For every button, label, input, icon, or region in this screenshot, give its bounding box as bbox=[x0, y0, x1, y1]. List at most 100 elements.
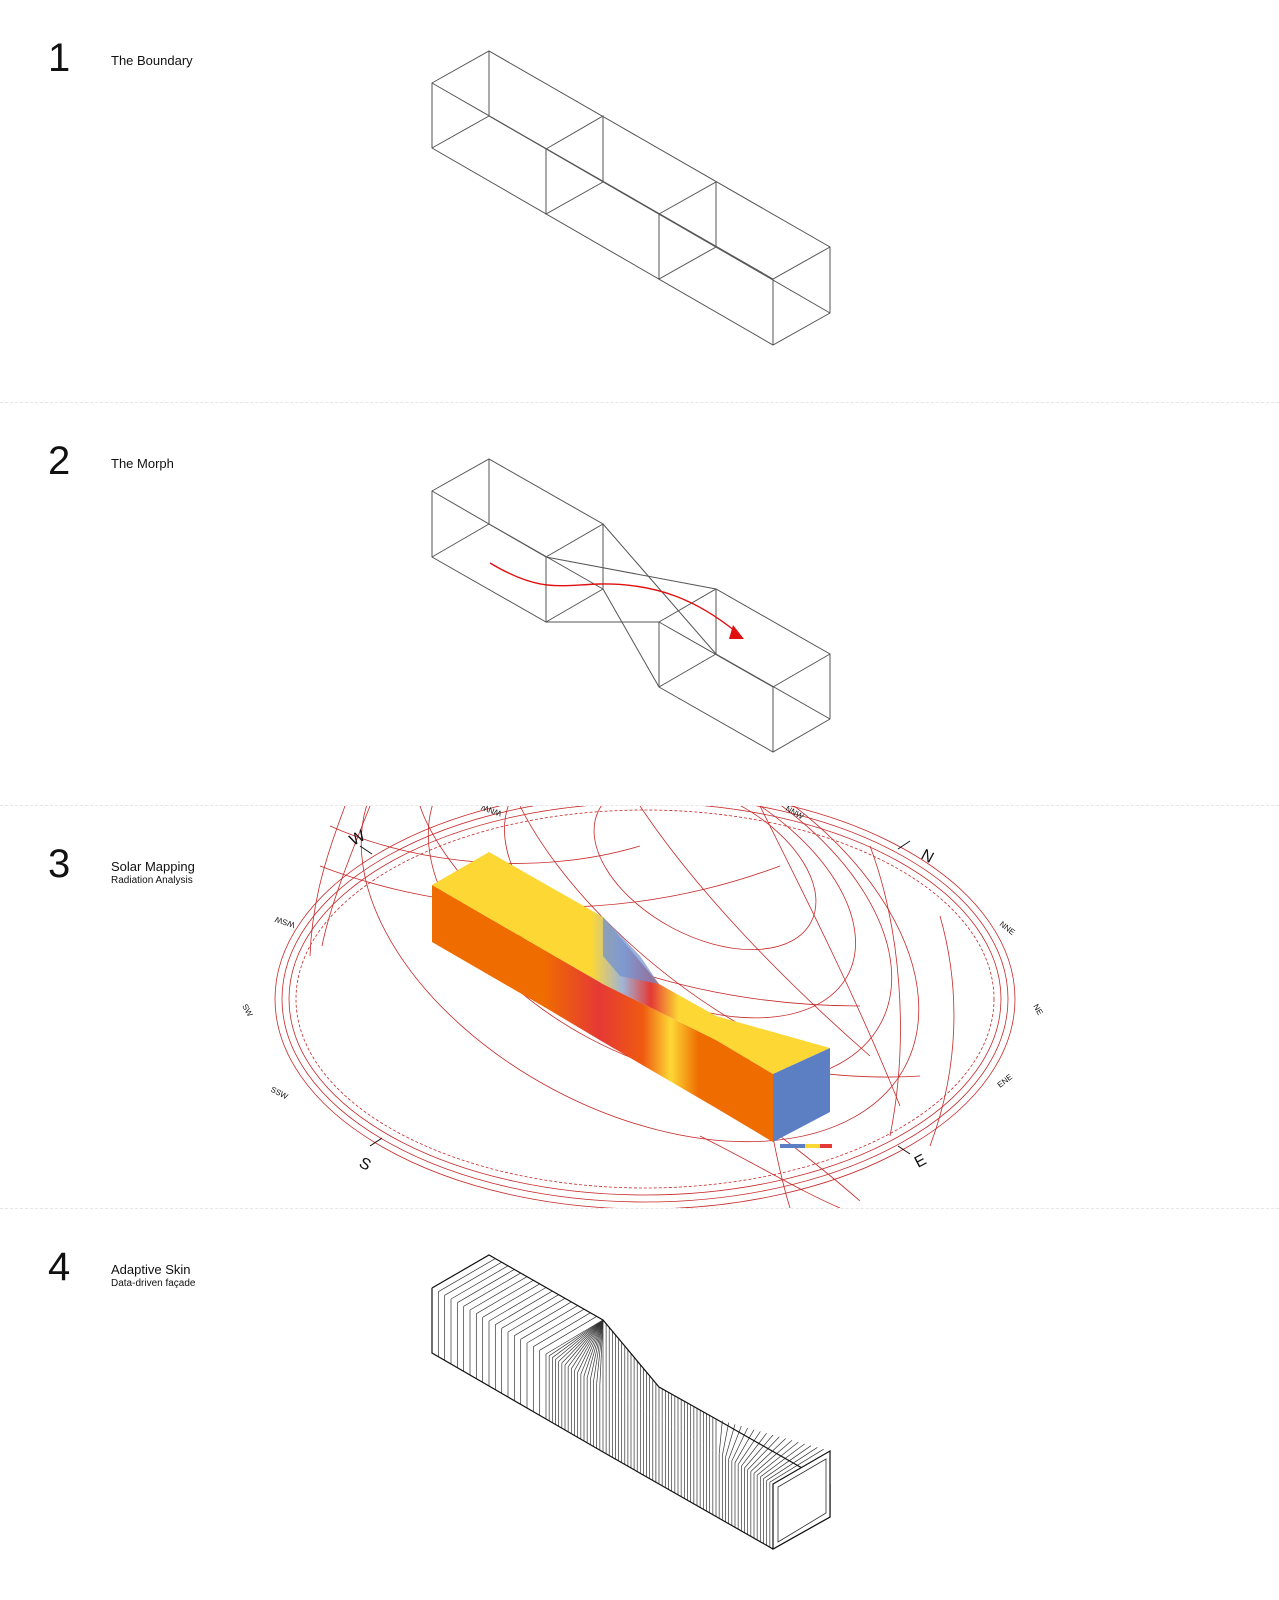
sun-path-arc bbox=[759, 806, 901, 1107]
morph-twist-edge bbox=[545, 556, 717, 590]
sun-path-arc bbox=[321, 806, 371, 947]
step-subtitle: Radiation Analysis bbox=[111, 875, 193, 886]
facade-rib bbox=[763, 1445, 812, 1479]
facade-rib bbox=[734, 1429, 755, 1463]
facade-rib bbox=[766, 1447, 818, 1481]
sun-path-arc bbox=[360, 806, 920, 1143]
step-1-panel: 1 The Boundary bbox=[0, 0, 1279, 402]
facade-rib bbox=[731, 1427, 748, 1462]
facade-rib bbox=[548, 1319, 604, 1357]
facade-rib bbox=[457, 1269, 515, 1303]
compass-s-label: S bbox=[356, 1155, 373, 1175]
adaptive-skin-diagram bbox=[431, 1254, 831, 1551]
facade-rib bbox=[507, 1298, 566, 1333]
facade-rib bbox=[555, 1319, 604, 1360]
compass-wnw-label: WNW bbox=[480, 806, 503, 818]
facade-rib bbox=[533, 1312, 591, 1347]
step-number: 1 bbox=[48, 36, 71, 80]
boundary-section-frame bbox=[545, 115, 604, 215]
facade-ribs bbox=[431, 1254, 831, 1549]
facade-rib bbox=[482, 1283, 540, 1318]
facade-rib bbox=[539, 1316, 597, 1351]
step-title: Adaptive Skin bbox=[111, 1262, 191, 1277]
facade-rib bbox=[574, 1319, 604, 1371]
compass-e-label: E bbox=[912, 1152, 929, 1172]
facade-rib bbox=[718, 1420, 723, 1454]
facade-rib bbox=[589, 1319, 604, 1380]
step-title: The Morph bbox=[111, 456, 174, 471]
morph-twist-edge bbox=[602, 588, 660, 688]
facade-rib bbox=[750, 1438, 786, 1472]
mass-front-face bbox=[432, 885, 773, 1142]
facade-rib bbox=[760, 1443, 805, 1478]
compass-ssw-label: SSW bbox=[269, 1085, 290, 1102]
sun-path-arc bbox=[427, 806, 893, 1084]
compass-w-label: W bbox=[347, 827, 369, 850]
skin-outline bbox=[431, 1254, 831, 1551]
sun-path-arc bbox=[309, 806, 346, 957]
morph-twist-edge bbox=[602, 523, 717, 655]
facade-rib bbox=[495, 1290, 553, 1325]
facade-rib bbox=[586, 1319, 604, 1378]
sun-path-ring bbox=[288, 806, 1002, 1196]
compass-nne-label: NNE bbox=[998, 919, 1017, 936]
facade-rib bbox=[741, 1433, 767, 1467]
sun-path-arc bbox=[639, 806, 871, 1057]
facade-rib bbox=[476, 1279, 534, 1314]
sun-path-arc bbox=[593, 806, 817, 951]
facade-rib bbox=[571, 1319, 604, 1369]
mass-end-face bbox=[773, 1048, 830, 1142]
facade-rib bbox=[744, 1434, 774, 1469]
morph-flow-arrow bbox=[489, 562, 736, 632]
divider bbox=[0, 805, 1279, 806]
divider bbox=[0, 1208, 1279, 1209]
step-2-panel: 2 The Morph bbox=[0, 403, 1279, 805]
mass-twist-shade bbox=[603, 917, 659, 984]
sun-path-arc bbox=[869, 845, 901, 1137]
facade-rib bbox=[753, 1440, 793, 1474]
facade-rib bbox=[520, 1305, 578, 1340]
facade-rib bbox=[747, 1436, 780, 1471]
sun-path-ring bbox=[281, 806, 1009, 1203]
facade-rib bbox=[561, 1319, 604, 1364]
facade-rib bbox=[552, 1319, 604, 1358]
sun-path-ring bbox=[295, 809, 995, 1189]
sun-path-arc bbox=[699, 1135, 841, 1208]
facade-rib bbox=[593, 1319, 604, 1382]
sun-path-ring bbox=[274, 806, 1016, 1208]
facade-rib bbox=[450, 1265, 509, 1300]
facade-rib bbox=[501, 1294, 559, 1329]
arrow-head-icon bbox=[729, 625, 744, 639]
step-subtitle: Data-driven façade bbox=[111, 1278, 196, 1289]
step-4-panel: 4 Adaptive Skin Data-driven façade bbox=[0, 1209, 1279, 1600]
facade-rib bbox=[725, 1424, 736, 1458]
step-title: Solar Mapping bbox=[111, 859, 195, 874]
compass-sw-label: SW bbox=[240, 1003, 254, 1019]
boundary-wireframe-diagram bbox=[431, 50, 831, 346]
step-3-panel: 3 Solar Mapping Radiation Analysis bbox=[0, 806, 1279, 1208]
facade-rib bbox=[545, 1319, 604, 1355]
facade-rib bbox=[577, 1319, 604, 1373]
facade-rib bbox=[438, 1258, 496, 1292]
facade-rib bbox=[599, 1319, 604, 1386]
facade-rib bbox=[526, 1308, 585, 1344]
facade-rib bbox=[583, 1319, 604, 1377]
boundary-top-ridge bbox=[431, 82, 831, 280]
solar-mapping-diagram: N E S W NNE NE ENE SSW SW WSW NNW WNW bbox=[240, 806, 1045, 1208]
step-number: 4 bbox=[48, 1245, 71, 1289]
boundary-section-frame bbox=[658, 181, 717, 280]
compass-ticks bbox=[359, 840, 911, 1155]
facade-rib bbox=[737, 1431, 761, 1465]
compass-ene-label: ENE bbox=[996, 1072, 1015, 1089]
step-title: The Boundary bbox=[111, 53, 193, 68]
step-number: 3 bbox=[48, 842, 71, 886]
facade-rib bbox=[580, 1319, 604, 1375]
facade-rib bbox=[514, 1301, 572, 1336]
facade-rib bbox=[463, 1272, 521, 1307]
facade-rib bbox=[596, 1319, 604, 1384]
facade-rib bbox=[564, 1319, 604, 1366]
sun-path-arc bbox=[929, 915, 955, 1147]
facade-rib bbox=[469, 1276, 528, 1311]
morph-wireframe-diagram bbox=[431, 458, 831, 753]
compass-wsw-label: WSW bbox=[273, 914, 296, 929]
